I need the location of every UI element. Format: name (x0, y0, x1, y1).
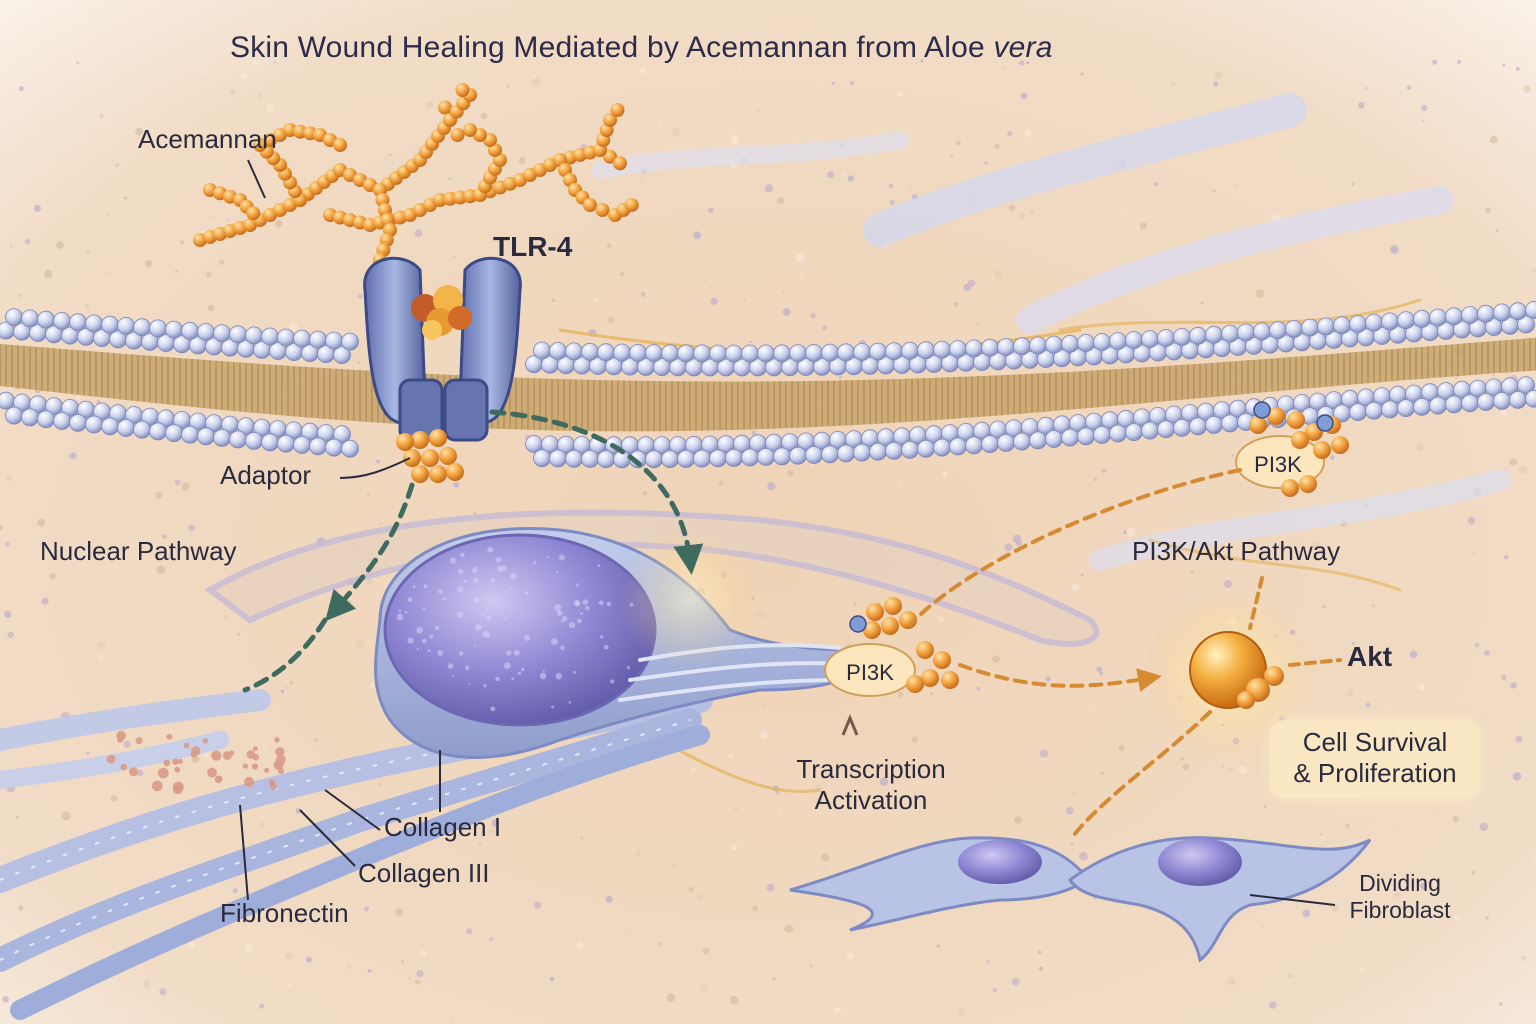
fiber-yellow-4 (1148, 538, 1402, 592)
fiber-top-mid (591, 131, 909, 179)
label-pi3k-membrane: PI3K (1254, 452, 1302, 477)
label-dividing-fibroblast: Dividing Fibroblast (1325, 870, 1475, 924)
cell-membrane (0, 301, 1536, 469)
dividing-fibroblast (789, 836, 1372, 963)
label-akt: Akt (1347, 641, 1393, 672)
label-transcription-activation: Transcription Activation (776, 754, 966, 815)
leader-acemannan (247, 159, 266, 199)
pi3k-cytoplasm-complex (824, 597, 959, 697)
arrow-adaptor-to-nucleus (325, 482, 415, 622)
collagen-3-fiber (0, 708, 702, 972)
leader-collagen-3 (324, 789, 381, 831)
collagen-1-fiber (10, 725, 710, 1020)
dividing-line-2: Fibroblast (1349, 897, 1451, 924)
title-italic: vera (993, 31, 1053, 64)
pi3k-membrane-complex (1235, 401, 1349, 497)
fiber-stripes-1 (0, 699, 701, 881)
label-collagen-1: Collagen I (384, 812, 502, 842)
fiber-top-right-2 (1016, 186, 1454, 334)
fiber-right (1089, 469, 1511, 571)
arrow-akt-to-dividing (1068, 710, 1212, 842)
leader-adaptor (339, 457, 411, 479)
label-fibronectin: Fibronectin (220, 898, 349, 928)
label-collagen-3: Collagen III (358, 858, 490, 888)
cell-survival-box (1270, 720, 1480, 798)
adaptor-protein (396, 429, 464, 483)
leader-fibronectin (239, 804, 249, 901)
left-protein-cluster (106, 730, 286, 795)
transcription-line-1: Transcription (796, 754, 946, 784)
left-fiber-1 (0, 689, 271, 751)
leader-lines (239, 159, 1336, 906)
label-pi3k-akt-pathway: PI3K/Akt Pathway (1132, 536, 1341, 566)
arrow-pi3k-to-akt (958, 663, 1162, 692)
arrow-pi3k-membrane-to-cytoplasm (908, 468, 1242, 627)
fiber-top-right (863, 93, 1307, 247)
dividing-line-1: Dividing (1359, 870, 1441, 896)
nucleus-texture (396, 546, 634, 712)
left-fiber-2 (0, 731, 229, 789)
title-main: Skin Wound Healing Mediated by Acemannan… (230, 31, 994, 64)
transcription-caret (841, 714, 859, 736)
label-pi3k-cytoplasm: PI3K (846, 660, 894, 685)
arrow-tlr4-to-nucleus (489, 409, 704, 575)
leader-fibronectin-2 (299, 809, 356, 867)
nucleus (383, 533, 657, 727)
transcription-line-2: Activation (814, 784, 928, 815)
pathway-arrows (242, 409, 1342, 842)
label-adaptor: Adaptor (220, 460, 312, 490)
akt-bead-2 (1264, 666, 1284, 686)
label-nuclear-pathway: Nuclear Pathway (40, 536, 237, 566)
tlr4-receptor (363, 256, 522, 442)
label-tlr4: TLR-4 (493, 231, 573, 262)
cell-survival-line-2: & Proliferation (1293, 757, 1457, 788)
leader-dividing (1249, 894, 1336, 906)
acemannan-polymer (193, 83, 639, 267)
label-acemannan: Acemannan (138, 124, 277, 154)
page-title: Skin Wound Healing Mediated by Acemannan… (230, 30, 1053, 65)
arrow-nuclear-pathway-to-fibers (242, 617, 328, 693)
arrow-akt-to-label (1248, 576, 1264, 630)
fiber-yellow-2 (1058, 298, 1422, 332)
cell-survival-line-1: Cell Survival (1302, 727, 1448, 757)
signal-glow (620, 530, 760, 670)
arrow-akt-to-akt-label (1288, 658, 1342, 667)
label-cell-survival: Cell Survival & Proliferation (1270, 727, 1480, 788)
akt-bead-3 (1237, 691, 1255, 709)
